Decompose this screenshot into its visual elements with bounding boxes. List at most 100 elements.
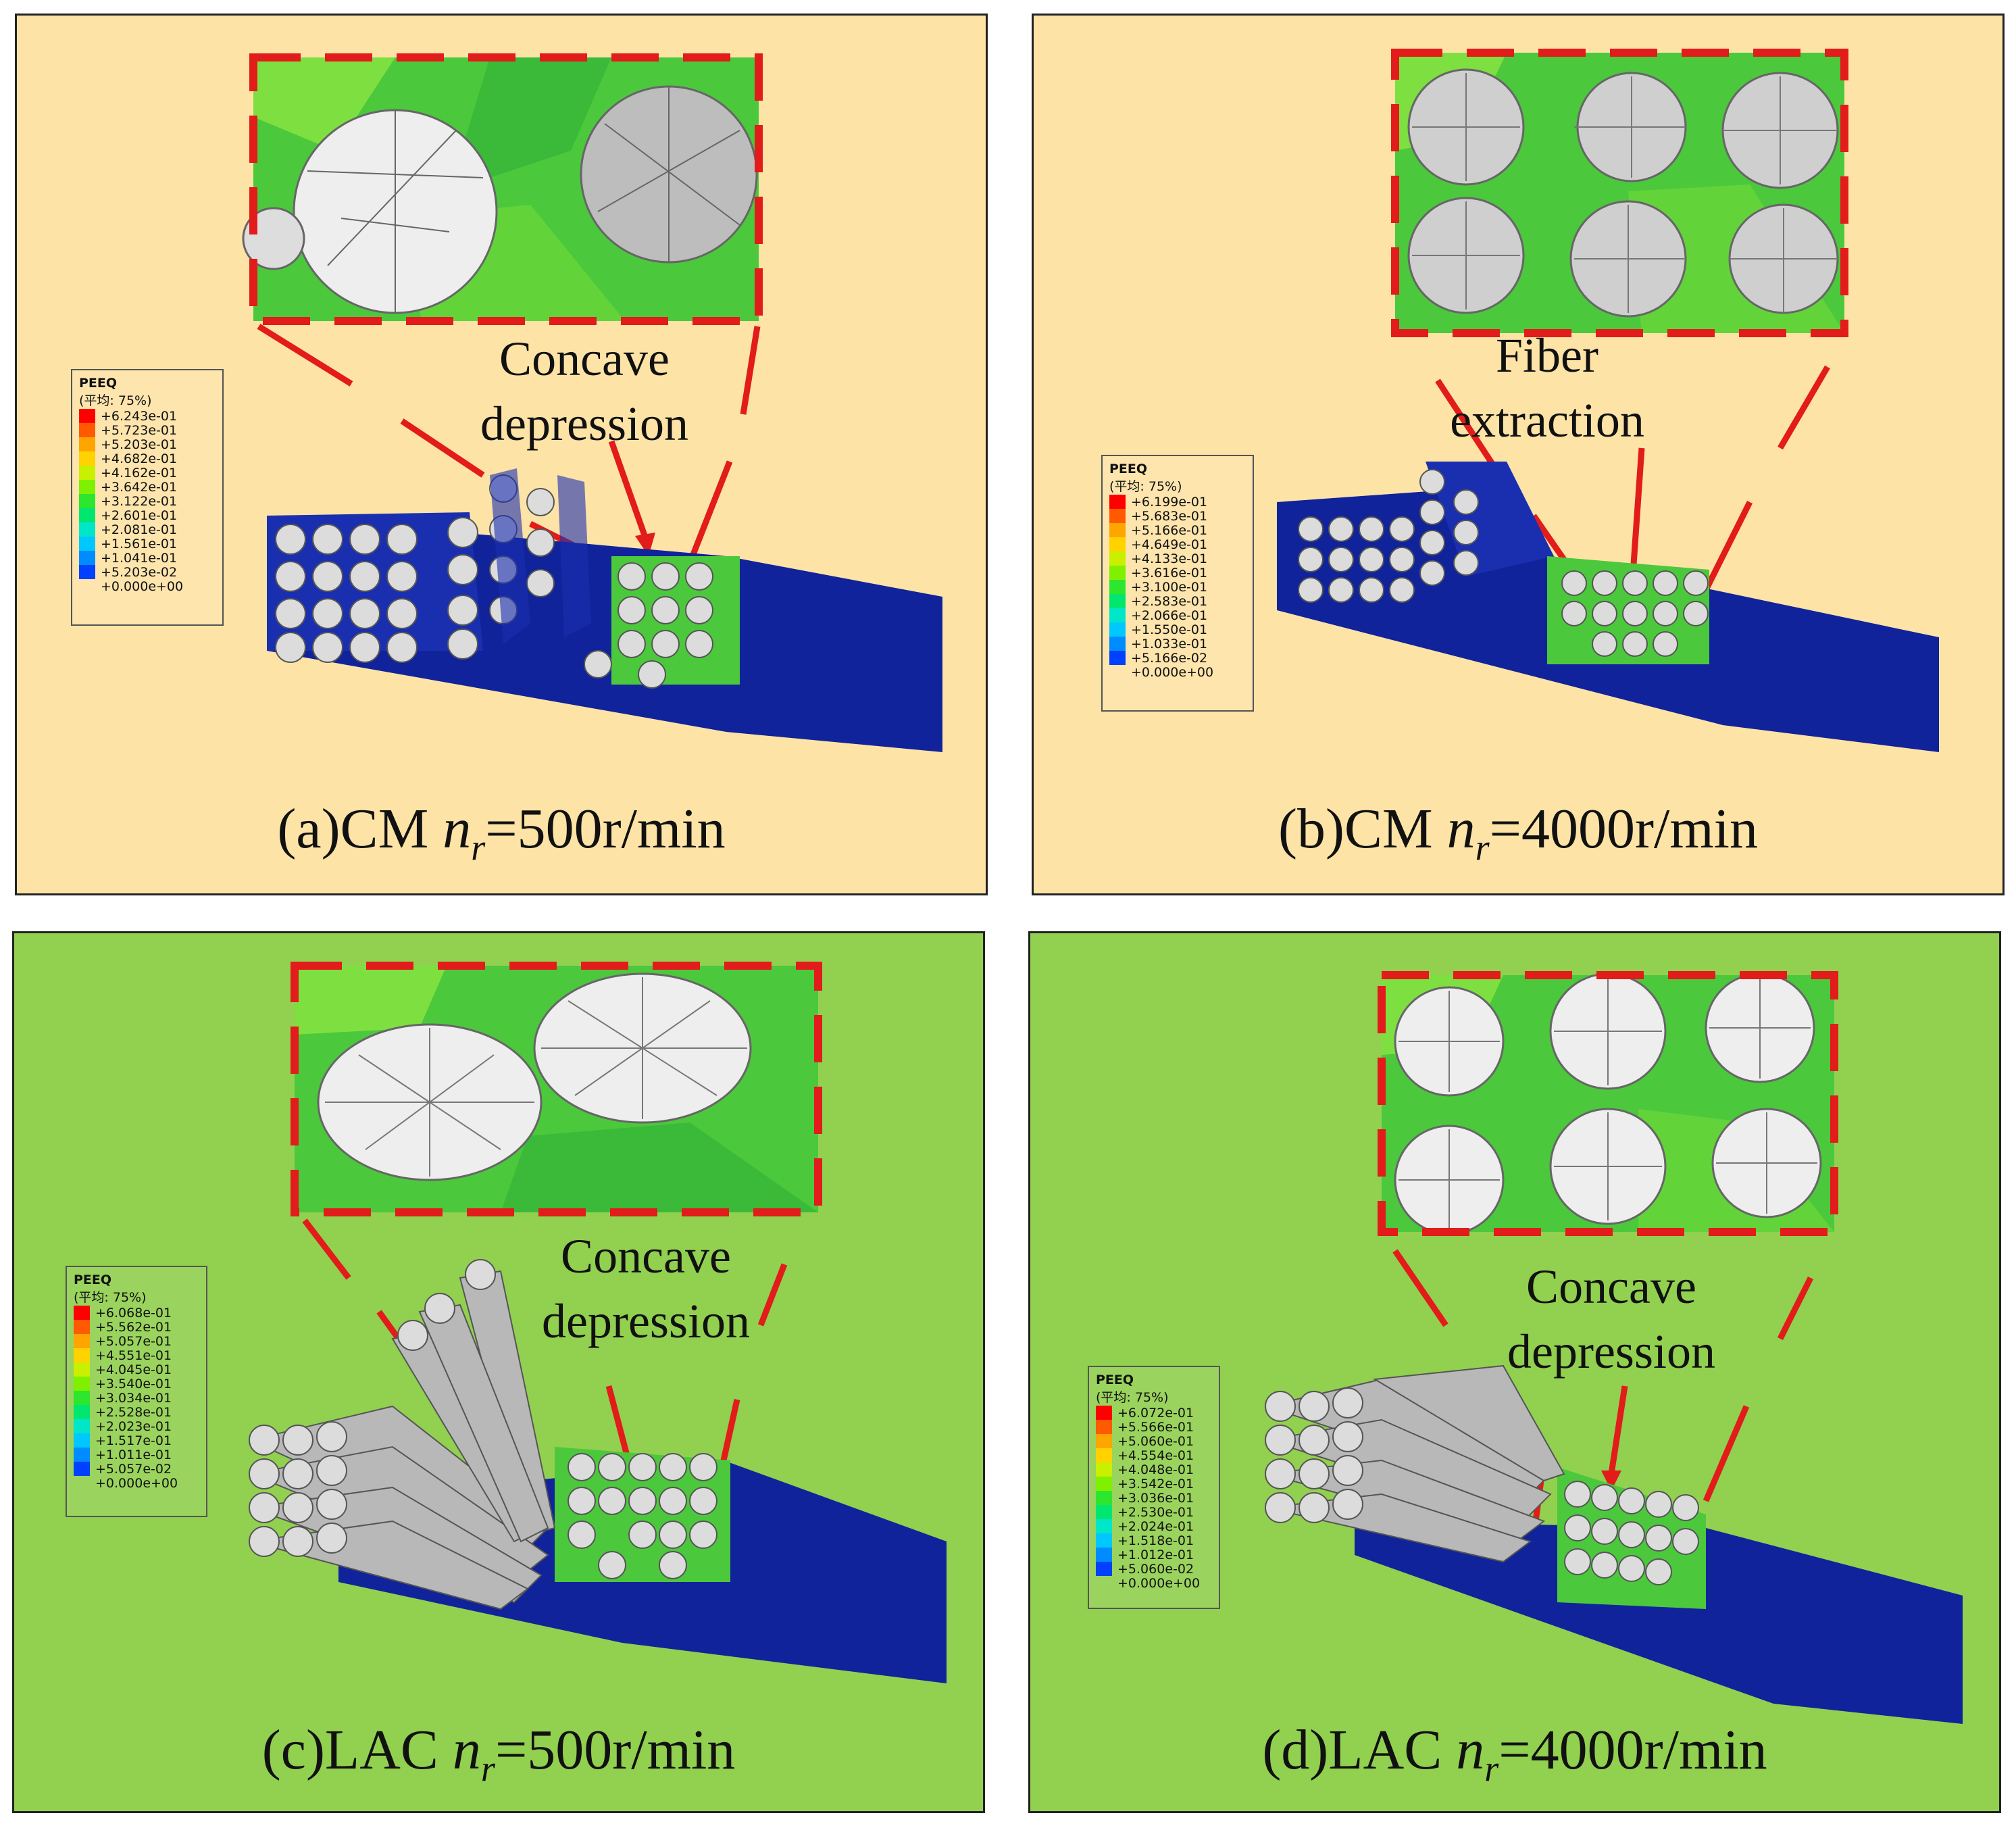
fem-model xyxy=(248,1259,947,1683)
legend-row: +6.072e-01 xyxy=(1096,1406,1212,1421)
legend-swatch xyxy=(1109,637,1126,651)
zoom-inset xyxy=(1382,972,1834,1235)
legend-value: +5.060e-01 xyxy=(1117,1433,1194,1449)
panel-caption: (a)CM nr=500r/min xyxy=(17,796,986,868)
caption-prefix: (a)CM xyxy=(277,797,443,860)
zoom-frame xyxy=(1378,971,1838,1236)
legend-swatch xyxy=(1109,608,1126,622)
legend-swatch xyxy=(74,1320,90,1334)
legend-row: +2.601e-01 xyxy=(79,508,216,523)
legend-subtitle: (平均: 75%) xyxy=(1096,1390,1169,1405)
legend-value: +5.562e-01 xyxy=(95,1319,172,1335)
annotation-line: Concave xyxy=(561,1229,731,1283)
legend-value: +2.081e-01 xyxy=(101,522,178,537)
legend-subtitle: (平均: 75%) xyxy=(74,1290,147,1305)
legend-swatch xyxy=(79,480,95,494)
legend-row: +1.011e-01 xyxy=(74,1448,199,1462)
legend-value: +6.199e-01 xyxy=(1131,494,1208,510)
legend-value: +1.041e-01 xyxy=(101,550,178,566)
legend-swatch xyxy=(79,522,95,537)
panel-b-drawing xyxy=(1277,49,1939,752)
caption-var: n xyxy=(1446,797,1476,860)
legend-swatch xyxy=(1096,1448,1112,1462)
legend-row: +2.066e-01 xyxy=(1109,608,1246,623)
legend-row: +4.133e-01 xyxy=(1109,551,1246,566)
legend-row: +1.033e-01 xyxy=(1109,637,1246,651)
legend-swatch xyxy=(1096,1462,1112,1477)
legend-row: +0.000e+00 xyxy=(74,1476,199,1491)
legend-swatch xyxy=(79,579,95,593)
legend: PEEQ(平均: 75%)+6.072e-01+5.566e-01+5.060e… xyxy=(1088,1366,1220,1609)
legend-swatch xyxy=(1109,622,1126,637)
legend-swatch xyxy=(1109,665,1126,679)
legend-swatch xyxy=(74,1306,90,1320)
legend-row: +4.554e-01 xyxy=(1096,1448,1212,1463)
legend-row: +5.203e-02 xyxy=(79,564,216,580)
fem-model xyxy=(1277,462,1939,752)
legend-row: +0.000e+00 xyxy=(1109,665,1246,680)
zoom-frame xyxy=(1391,49,1848,337)
legend-row: +4.682e-01 xyxy=(79,451,216,466)
annotation-line: Concave xyxy=(1526,1260,1696,1314)
legend-subtitle: (平均: 75%) xyxy=(79,393,152,408)
panel-caption: (d)LAC nr=4000r/min xyxy=(1030,1717,1999,1789)
arrow-head xyxy=(1601,1471,1621,1491)
legend-row: +3.540e-01 xyxy=(74,1377,199,1391)
legend-value: +5.683e-01 xyxy=(1131,508,1208,524)
legend-swatch xyxy=(1096,1477,1112,1491)
legend-swatch xyxy=(1109,580,1126,594)
caption-var: n xyxy=(1456,1719,1485,1781)
legend-row: +5.166e-02 xyxy=(1109,650,1246,666)
legend-row: +1.550e-01 xyxy=(1109,622,1246,637)
legend-swatch xyxy=(79,551,95,565)
legend-value: +1.011e-01 xyxy=(95,1447,172,1462)
legend-swatch xyxy=(74,1405,90,1419)
legend-value: +3.542e-01 xyxy=(1117,1476,1194,1491)
legend-value: +5.166e-02 xyxy=(1131,650,1208,666)
legend-value: +3.122e-01 xyxy=(101,493,178,509)
caption-suffix: =500r/min xyxy=(485,797,726,860)
legend-value: +4.045e-01 xyxy=(95,1362,172,1377)
legend-row: +5.683e-01 xyxy=(1109,508,1246,524)
legend-swatch xyxy=(1109,537,1126,551)
caption-prefix: (b)CM xyxy=(1278,797,1447,860)
caption-suffix: =500r/min xyxy=(495,1719,736,1781)
fem-model xyxy=(267,468,942,752)
legend: PEEQ(平均: 75%)+6.199e-01+5.683e-01+5.166e… xyxy=(1101,455,1254,712)
panel-a-drawing xyxy=(242,53,942,752)
legend-swatch xyxy=(79,466,95,480)
legend-row: +4.045e-01 xyxy=(74,1362,199,1377)
legend-row: +5.723e-01 xyxy=(79,423,216,438)
legend-row: +2.081e-01 xyxy=(79,522,216,537)
legend-value: +4.551e-01 xyxy=(95,1348,172,1363)
annotation-line: extraction xyxy=(1450,393,1644,447)
legend-swatch xyxy=(1096,1434,1112,1448)
legend-title: PEEQ xyxy=(1109,462,1148,476)
legend-title: PEEQ xyxy=(74,1273,112,1287)
legend-value: +5.203e-02 xyxy=(101,564,178,580)
legend-row: +5.057e-01 xyxy=(74,1334,199,1349)
panel-caption: (b)CM nr=4000r/min xyxy=(1034,796,2002,868)
annotation-text: Concave depression xyxy=(476,326,692,456)
legend-swatch xyxy=(1096,1562,1112,1576)
legend-value: +5.566e-01 xyxy=(1117,1419,1194,1435)
panel-a: Concave depression PEEQ(平均: 75%)+6.243e-… xyxy=(15,14,988,895)
legend-swatch xyxy=(1096,1491,1112,1505)
legend-row: +3.616e-01 xyxy=(1109,566,1246,580)
legend-swatch xyxy=(74,1377,90,1391)
legend-row: +1.041e-01 xyxy=(79,550,216,566)
annotation-line: depression xyxy=(1507,1325,1715,1379)
legend-swatch xyxy=(1096,1519,1112,1533)
legend-swatch xyxy=(79,494,95,508)
legend-swatch xyxy=(1096,1533,1112,1548)
legend-subtitle: (平均: 75%) xyxy=(1109,479,1182,494)
legend-row: +4.649e-01 xyxy=(1109,537,1246,552)
legend-value: +4.649e-01 xyxy=(1131,537,1208,552)
legend-row: +3.100e-01 xyxy=(1109,580,1246,595)
legend-row: +6.243e-01 xyxy=(79,409,216,424)
legend-row: +0.000e+00 xyxy=(79,579,216,594)
legend-swatch xyxy=(74,1362,90,1377)
legend-value: +5.166e-01 xyxy=(1131,522,1208,538)
legend-row: +3.542e-01 xyxy=(1096,1477,1212,1491)
caption-var: n xyxy=(452,1719,481,1781)
